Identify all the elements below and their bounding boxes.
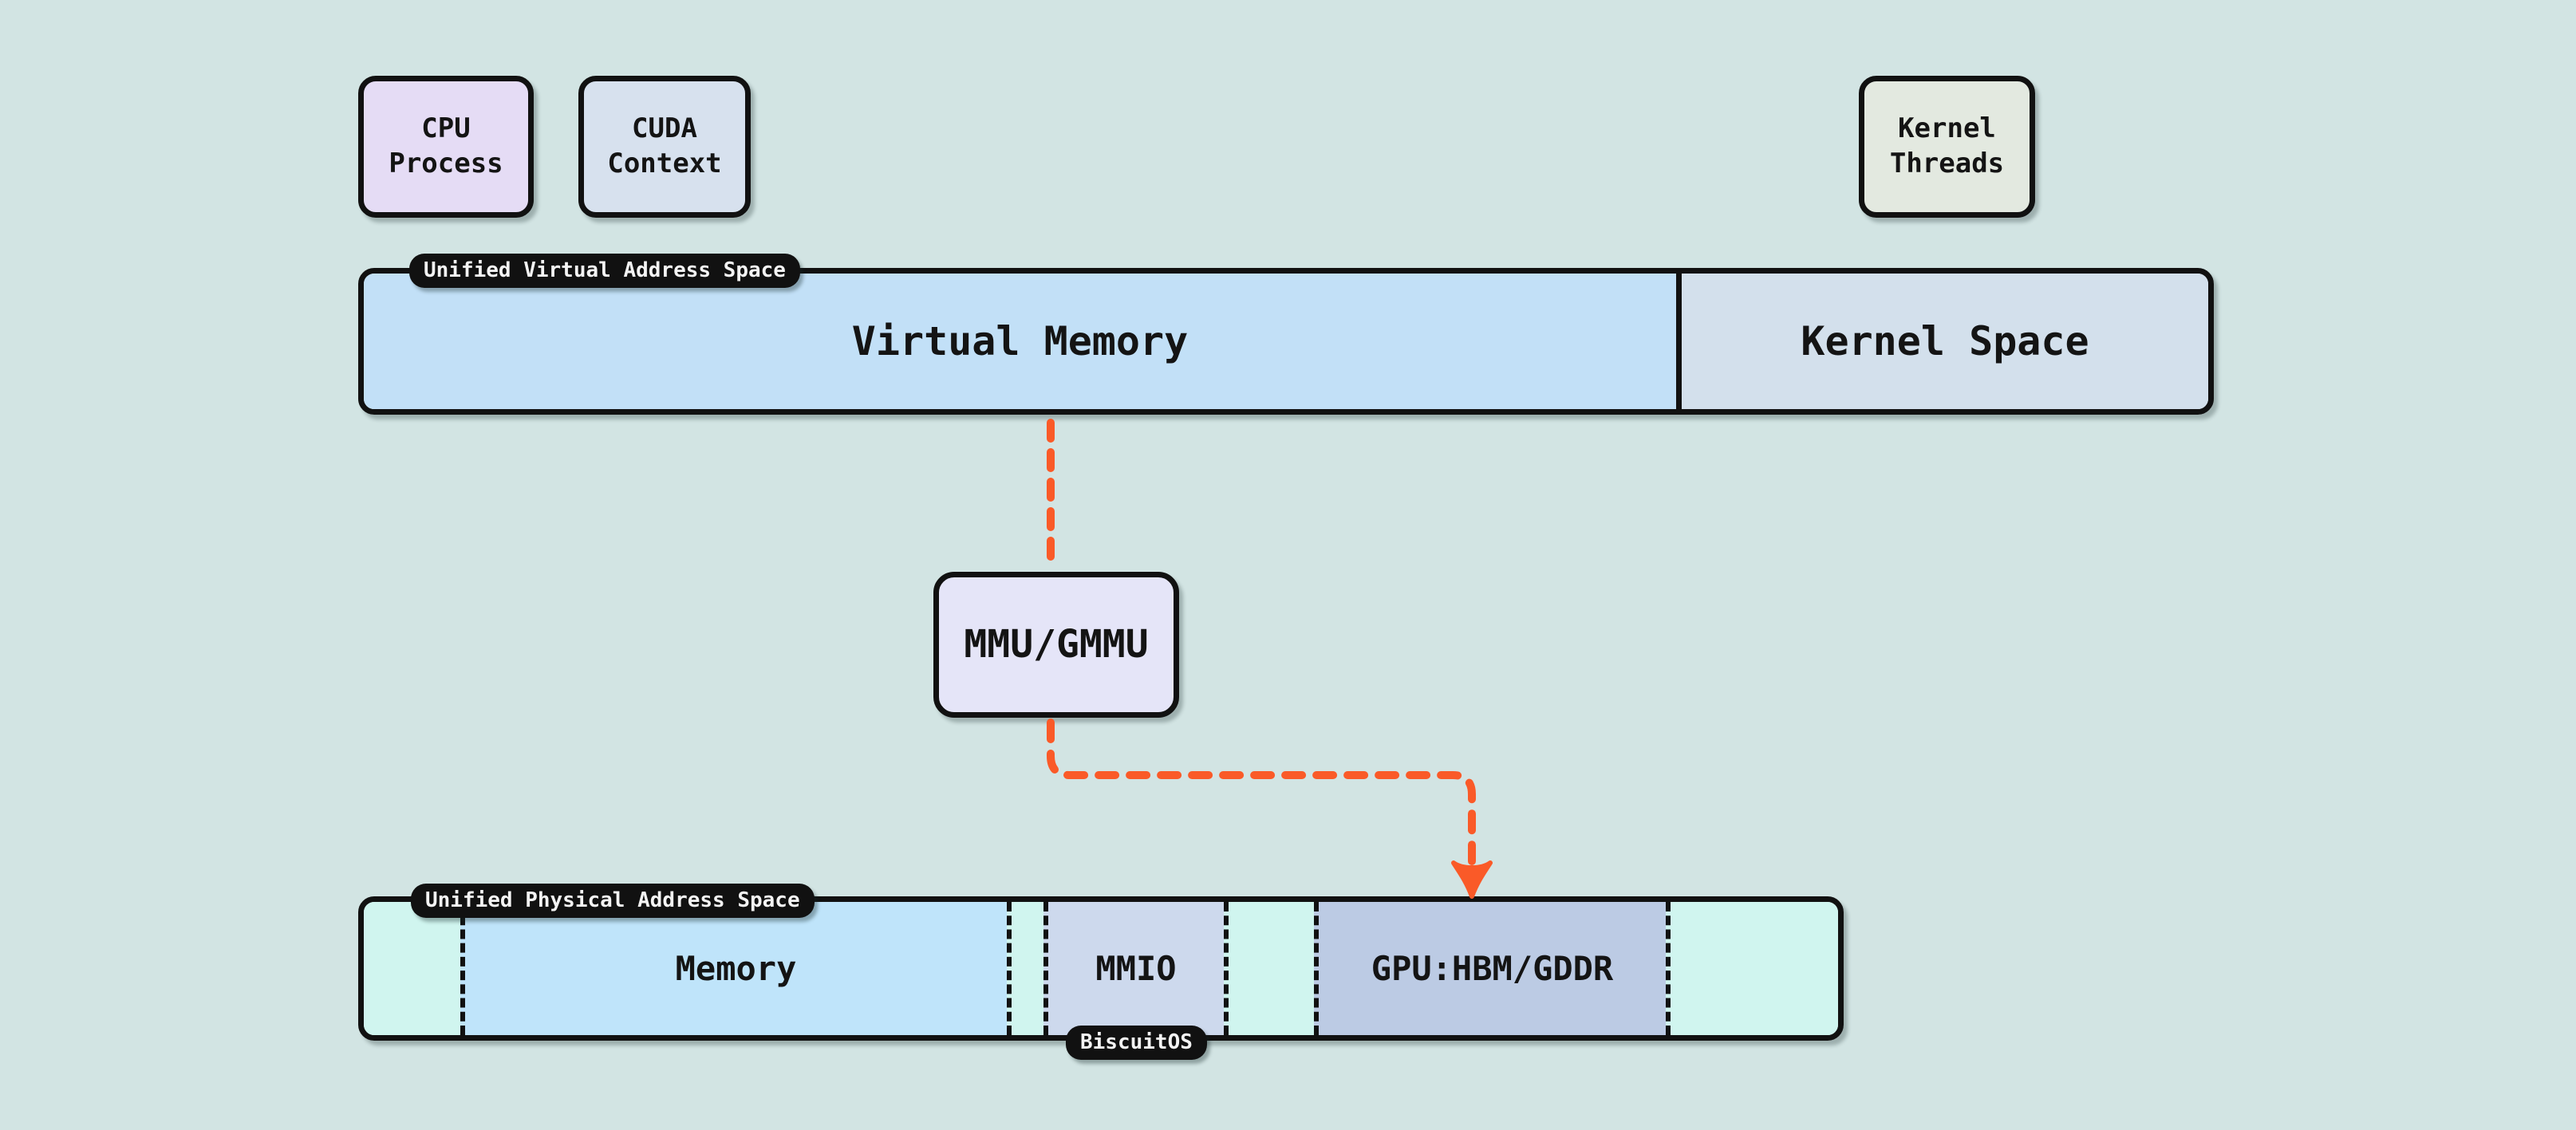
unified-virtual-address-space-tag: Unified Virtual Address Space <box>409 254 800 288</box>
mmu-gmmu-node: MMU/GMMU <box>933 572 1179 718</box>
unified-physical-address-space-bar: Memory MMIO GPU:HBM/GDDR <box>358 896 1844 1041</box>
mmio-segment: MMIO <box>1043 902 1224 1035</box>
kernel-threads-label: Kernel Threads <box>1889 112 2005 179</box>
cpu-process-node: CPU Process <box>358 76 534 218</box>
biscuitos-badge: BiscuitOS <box>1066 1026 1207 1060</box>
virtual-memory-label: Virtual Memory <box>851 318 1189 364</box>
kernel-threads-node: Kernel Threads <box>1859 76 2035 218</box>
kernel-space-label: Kernel Space <box>1801 318 2089 364</box>
cpu-process-label: CPU Process <box>389 112 503 179</box>
memory-segment: Memory <box>460 902 1007 1035</box>
mmio-label: MMIO <box>1095 949 1177 988</box>
unified-virtual-address-space-bar: Virtual Memory Kernel Space <box>358 268 2214 415</box>
free-segment-right <box>1666 902 1838 1035</box>
virtual-memory-segment: Virtual Memory <box>364 274 1676 409</box>
free-segment-mid-2 <box>1224 902 1314 1035</box>
arrowhead-icon <box>1451 860 1493 899</box>
unified-physical-address-space-tag: Unified Physical Address Space <box>411 884 815 918</box>
free-segment-mid-1 <box>1007 902 1043 1035</box>
mmu-gmmu-label: MMU/GMMU <box>964 621 1149 667</box>
free-segment-left <box>364 902 460 1035</box>
gpu-hbm-gddr-segment: GPU:HBM/GDDR <box>1314 902 1666 1035</box>
gpu-hbm-gddr-label: GPU:HBM/GDDR <box>1371 949 1614 988</box>
dashed-connector-mmu-to-gpu <box>1047 719 1476 865</box>
kernel-space-segment: Kernel Space <box>1676 274 2208 409</box>
memory-label: Memory <box>675 949 797 988</box>
cuda-context-node: CUDA Context <box>578 76 751 218</box>
cuda-context-label: CUDA Context <box>607 112 722 179</box>
